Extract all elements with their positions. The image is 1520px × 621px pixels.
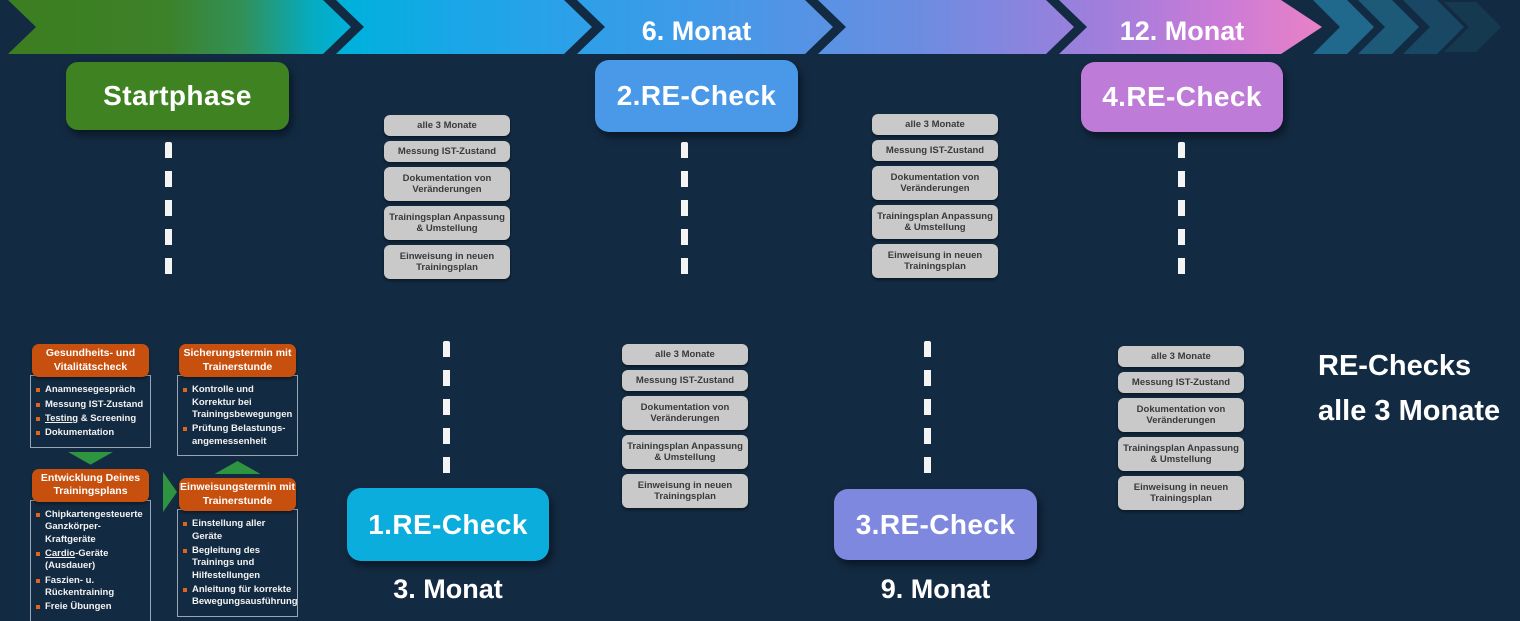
bullet-icon — [183, 588, 187, 592]
recheck-step: Messung IST-Zustand — [872, 140, 998, 161]
startphase-detail-column-1: Gesundheits- und Vitalitätscheck Anamnes… — [30, 344, 151, 621]
flow-arrow-down-icon — [67, 451, 114, 465]
bullet-icon — [36, 388, 40, 393]
program-list-item: Anamnesegespräch — [36, 384, 147, 396]
recheck-2-box: 2.RE-Check — [595, 60, 798, 132]
recheck-step: Dokumentation von Veränderungen — [872, 166, 998, 200]
footer-note-line2: alle 3 Monate — [1318, 395, 1501, 427]
recheck-step: alle 3 Monate — [622, 344, 748, 365]
recheck-step: Dokumentation von Veränderungen — [622, 396, 748, 430]
recheck-step: Trainingsplan Anpassung & Umstellung — [384, 206, 510, 240]
program-title-gesundheitscheck: Gesundheits- und Vitalitätscheck — [32, 344, 149, 378]
program-list-item: Dokumentation — [36, 427, 147, 439]
recheck-step: Messung IST-Zustand — [1118, 372, 1244, 393]
bullet-icon — [36, 402, 40, 407]
program-list-item: Einstellung aller Geräte — [183, 518, 294, 543]
recheck-step: Einweisung in neuen Trainingsplan — [1118, 476, 1244, 510]
program-list-item: Prüfung Belastungs-angemessenheit — [183, 423, 294, 448]
recheck-step: Trainingsplan Anpassung & Umstellung — [1118, 437, 1244, 471]
footer-note-line1: RE-Checks — [1318, 350, 1472, 382]
recheck-step: alle 3 Monate — [872, 114, 998, 135]
bullet-icon — [36, 431, 40, 436]
recheck-4-box: 4.RE-Check — [1081, 62, 1283, 132]
recheck-step: Trainingsplan Anpassung & Umstellung — [622, 435, 748, 469]
program-list-item: Messung IST-Zustand — [36, 399, 147, 411]
recheck-step: Dokumentation von Veränderungen — [1118, 398, 1244, 432]
program-title-trainingsplan: Entwicklung Deines Trainingsplans — [32, 468, 149, 502]
startphase-detail-column-2: Sicherungstermin mit Trainerstunde Kontr… — [177, 344, 298, 617]
bullet-icon — [36, 416, 40, 421]
program-list-trainingsplan: Chipkartengesteuerte Ganzkörper-Kraftger… — [30, 499, 151, 621]
recheck-steps-list-bottom-middle: alle 3 Monate Messung IST-Zustand Dokume… — [622, 344, 748, 508]
recheck-step: Messung IST-Zustand — [384, 141, 510, 162]
program-list-item: Anleitung für korrekte Bewegungsausführu… — [183, 584, 298, 609]
dashed-connector-recheck1 — [443, 341, 450, 485]
recheck-step: alle 3 Monate — [1118, 346, 1244, 367]
program-list-item: Faszien- u. Rückentraining — [36, 575, 147, 600]
dashed-connector-recheck3 — [924, 341, 931, 486]
flow-arrow-up-icon — [214, 461, 261, 474]
recheck-step: Einweisung in neuen Trainingsplan — [622, 474, 748, 508]
bullet-icon — [183, 388, 187, 393]
dashed-connector-recheck2 — [681, 142, 688, 281]
recheck-step: Messung IST-Zustand — [622, 370, 748, 391]
program-list-sicherungstermin: Kontrolle und Korrektur bei Trainingsbew… — [177, 375, 298, 456]
startphase-box: Startphase — [66, 62, 289, 130]
recheck-steps-list-top-left: alle 3 Monate Messung IST-Zustand Dokume… — [384, 115, 510, 279]
program-list-item: Chipkartengesteuerte Ganzkörper-Kraftger… — [36, 509, 147, 546]
program-list-einweisungstermin: Einstellung aller Geräte Begleitung des … — [177, 509, 298, 617]
recheck-step: Trainingsplan Anpassung & Umstellung — [872, 205, 998, 239]
program-title-sicherungstermin: Sicherungstermin mit Trainerstunde — [179, 344, 296, 378]
recheck-step: alle 3 Monate — [384, 115, 510, 136]
bullet-icon — [36, 551, 40, 556]
program-list-item: Begleitung des Trainings und Hilfestellu… — [183, 545, 294, 582]
segment-separator-chevrons-icon — [323, 0, 1087, 54]
flow-arrow-right-icon — [163, 472, 177, 512]
footer-note: RE-Checks alle 3 Monate — [1318, 344, 1500, 434]
program-list-gesundheitscheck: Anamnesegespräch Messung IST-Zustand Tes… — [30, 375, 151, 448]
dashed-connector-recheck4 — [1178, 142, 1185, 281]
timeline-arrow-band — [8, 0, 1501, 54]
bullet-icon — [36, 512, 40, 517]
timeline-arrow-shape — [8, 0, 1322, 54]
bullet-icon — [183, 522, 187, 527]
recheck-3-box: 3.RE-Check — [834, 489, 1037, 560]
recheck-step: Einweisung in neuen Trainingsplan — [384, 245, 510, 279]
month-label-9: 9. Monat — [880, 574, 991, 604]
month-label-12: 12. Monat — [1119, 16, 1245, 46]
recheck-steps-list-top-right: alle 3 Monate Messung IST-Zustand Dokume… — [872, 114, 998, 278]
dashed-connector-startphase — [165, 142, 172, 281]
program-list-item: Kontrolle und Korrektur bei Trainingsbew… — [183, 384, 294, 421]
month-label-6: 6. Monat — [641, 16, 752, 46]
recheck-steps-list-bottom-right: alle 3 Monate Messung IST-Zustand Dokume… — [1118, 346, 1244, 510]
bullet-icon — [36, 578, 40, 583]
program-list-item: Testing & Screening — [36, 413, 147, 425]
bullet-icon — [183, 548, 187, 553]
recheck-step: Dokumentation von Veränderungen — [384, 167, 510, 201]
bullet-icon — [36, 605, 40, 610]
recheck-step: Einweisung in neuen Trainingsplan — [872, 244, 998, 278]
bullet-icon — [183, 427, 187, 432]
program-list-item: Cardio-Geräte (Ausdauer) — [36, 548, 147, 573]
program-list-item: Freie Übungen — [36, 601, 147, 613]
trailing-chevrons-icon — [1313, 0, 1501, 54]
recheck-1-box: 1.RE-Check — [347, 488, 549, 561]
month-label-3: 3. Monat — [393, 574, 503, 604]
program-title-einweisungstermin: Einweisungstermin mit Trainerstunde — [179, 478, 296, 512]
